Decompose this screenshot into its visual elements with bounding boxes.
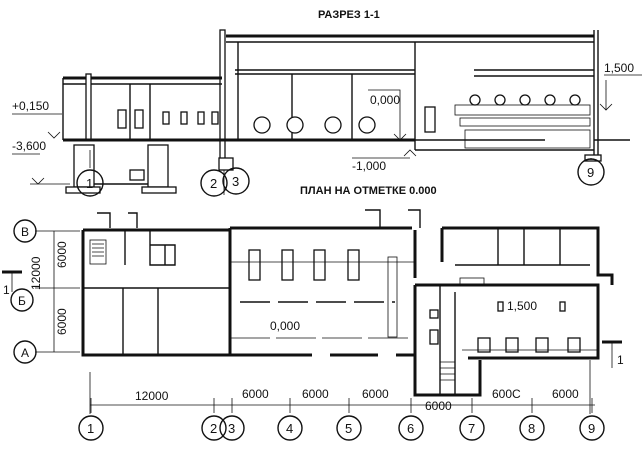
plan-title: ПЛАН НА ОТМЕТКЕ 0.000 bbox=[300, 185, 437, 197]
section-mark: 1 bbox=[617, 353, 624, 367]
elevation-label: 1,500 bbox=[604, 61, 634, 75]
axis-bubble: 9 bbox=[577, 158, 605, 186]
section-drawing: РАЗРЕЗ 1-1 bbox=[12, 9, 642, 197]
column-axis-bubble: 3 bbox=[219, 398, 245, 441]
svg-text:4: 4 bbox=[286, 421, 293, 436]
column-axis-bubble: 2 bbox=[201, 398, 227, 441]
column-axis-bubble: 9 bbox=[579, 398, 605, 441]
svg-text:3: 3 bbox=[228, 421, 235, 436]
elevation-label: -3,600 bbox=[12, 139, 46, 153]
floor-level-label: 0,000 bbox=[270, 319, 300, 333]
row-axis-bubble: Б bbox=[10, 288, 34, 312]
row-dimension: 12000 bbox=[29, 256, 43, 290]
column-dimension: 6000 bbox=[552, 387, 579, 401]
column-axis-bubble: 1 bbox=[78, 398, 104, 441]
svg-text:3: 3 bbox=[232, 174, 239, 189]
column-axis-bubble: 5 bbox=[336, 398, 362, 441]
column-dimension: 6000 bbox=[242, 387, 269, 401]
column-axis-bubble: 6 bbox=[398, 398, 424, 441]
axis-bubble: 2 bbox=[200, 169, 228, 197]
svg-text:1: 1 bbox=[87, 421, 94, 436]
elevation-label: +0,150 bbox=[12, 99, 49, 113]
svg-text:9: 9 bbox=[587, 165, 594, 180]
svg-text:7: 7 bbox=[468, 421, 475, 436]
row-axis-bubble: А bbox=[13, 340, 37, 364]
svg-text:1: 1 bbox=[86, 176, 93, 191]
column-axis-bubble: 8 bbox=[519, 398, 545, 441]
svg-text:Б: Б bbox=[18, 294, 26, 308]
svg-text:2: 2 bbox=[210, 421, 217, 436]
section-mark: 1 bbox=[3, 283, 10, 297]
svg-text:2: 2 bbox=[210, 176, 217, 191]
svg-text:6: 6 bbox=[407, 421, 414, 436]
column-dimension: 6000 bbox=[362, 387, 389, 401]
elevation-label: 0,000 bbox=[370, 93, 400, 107]
column-axis-bubble: 7 bbox=[459, 398, 485, 441]
column-dimension: 6000 bbox=[302, 387, 329, 401]
floor-level-label: 1,500 bbox=[507, 299, 537, 313]
row-dimension: 6000 bbox=[55, 308, 69, 335]
axis-bubble: 3 bbox=[222, 167, 250, 195]
section-title: РАЗРЕЗ 1-1 bbox=[318, 9, 380, 21]
svg-text:8: 8 bbox=[528, 421, 535, 436]
plan-drawing: ПЛАН НА ОТМЕТКЕ 0.000 bbox=[2, 185, 624, 441]
elevation-label: -1,000 bbox=[352, 159, 386, 173]
row-axis-bubble: В bbox=[13, 219, 37, 243]
column-axis-bubble: 4 bbox=[277, 398, 303, 441]
svg-text:А: А bbox=[21, 346, 29, 360]
svg-text:5: 5 bbox=[345, 421, 352, 436]
svg-text:В: В bbox=[21, 225, 29, 239]
axis-bubble: 1 bbox=[76, 169, 104, 197]
svg-text:9: 9 bbox=[588, 421, 595, 436]
column-dimension: 12000 bbox=[135, 389, 169, 403]
column-dimension: 6000 bbox=[425, 399, 452, 413]
column-dimension: 600C bbox=[492, 387, 521, 401]
row-dimension: 6000 bbox=[55, 241, 69, 268]
